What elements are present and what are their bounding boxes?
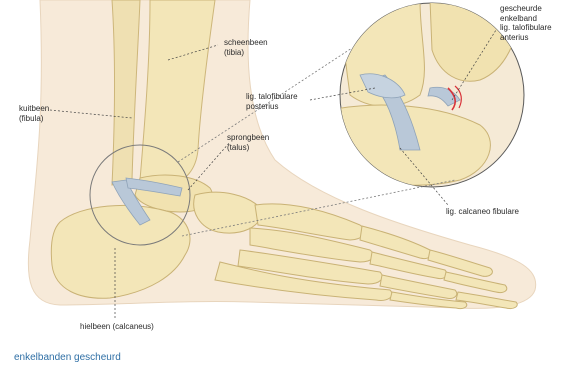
label-tibia: scheenbeen (tibia) [224, 38, 268, 57]
label-talus-line-2: (talus) [227, 143, 269, 153]
label-calcaneus-text: hielbeen (calcaneus) [80, 322, 154, 332]
label-talus-line-1: sprongbeen [227, 133, 269, 143]
label-torn-line-1: gescheurde [500, 4, 552, 14]
label-fibula-line-2: (fibula) [19, 114, 49, 124]
figure-caption: enkelbanden gescheurd [14, 352, 121, 363]
label-torn-line-4: anterius [500, 33, 552, 43]
label-tibia-line-2: (tibia) [224, 48, 268, 58]
label-torn-line-3: lig. talofibulare [500, 23, 552, 33]
label-calcaneofibular-ligament: lig. calcaneo fibulare [446, 207, 519, 217]
label-torn-ligament: gescheurde enkelband lig. talofibulare a… [500, 4, 552, 42]
label-fibula-line-1: kuitbeen [19, 104, 49, 114]
label-torn-line-2: enkelband [500, 14, 552, 24]
label-talus: sprongbeen (talus) [227, 133, 269, 152]
label-posterior-line-1: lig. talofibulare [246, 92, 298, 102]
label-calcaneus: hielbeen (calcaneus) [80, 322, 154, 332]
label-tibia-line-1: scheenbeen [224, 38, 268, 48]
label-calcaneofibular-text: lig. calcaneo fibulare [446, 207, 519, 217]
label-posterior-ligament: lig. talofibulare posterius [246, 92, 298, 111]
label-posterior-line-2: posterius [246, 102, 298, 112]
label-fibula: kuitbeen (fibula) [19, 104, 49, 123]
